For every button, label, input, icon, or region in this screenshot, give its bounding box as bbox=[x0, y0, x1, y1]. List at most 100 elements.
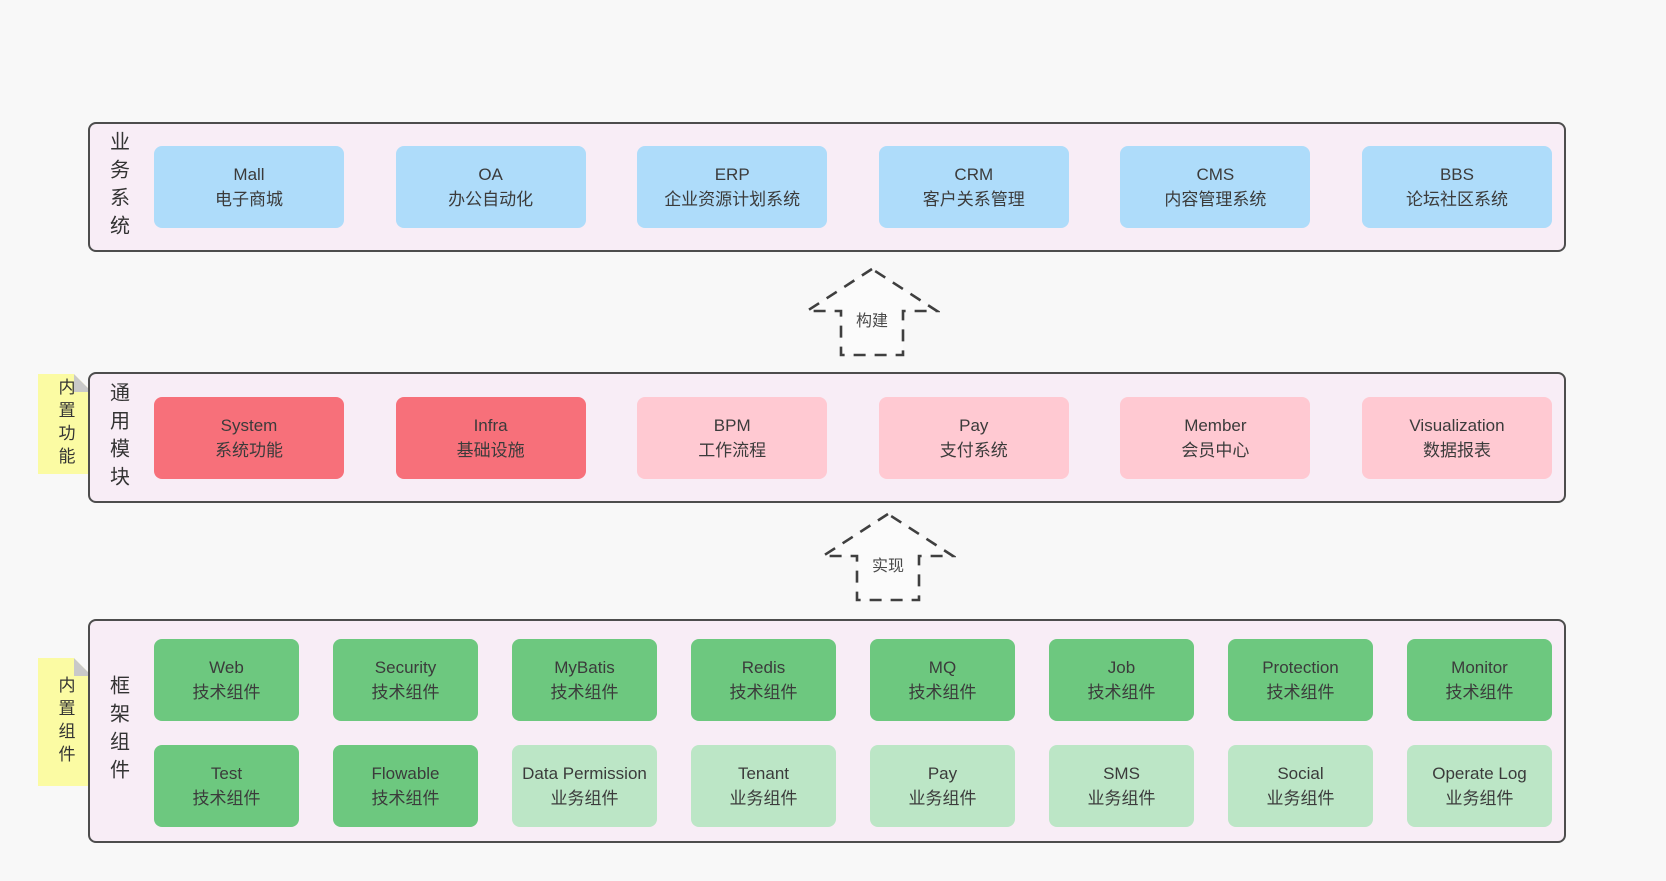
box-desc: 企业资源计划系统 bbox=[664, 190, 801, 209]
box-desc: 内容管理系统 bbox=[1164, 190, 1267, 209]
box-desc: 基础设施 bbox=[456, 440, 525, 460]
box-name: Infra bbox=[473, 415, 508, 435]
framework-components-row-2: Test 技术组件 Flowable 技术组件 Data Permission … bbox=[154, 745, 1552, 827]
box-bbs: BBS 论坛社区系统 bbox=[1361, 146, 1552, 228]
box-desc: 客户关系管理 bbox=[922, 190, 1025, 209]
box-name: Protection bbox=[1262, 658, 1339, 677]
box-desc: 技术组件 bbox=[729, 683, 798, 702]
box-protection: Protection 技术组件 bbox=[1228, 639, 1373, 721]
box-name: ERP bbox=[714, 165, 750, 184]
box-name: Job bbox=[1107, 658, 1136, 677]
box-job: Job 技术组件 bbox=[1049, 639, 1194, 721]
box-name: BPM bbox=[713, 415, 751, 435]
box-mall: Mall 电子商城 bbox=[154, 146, 344, 228]
box-name: Flowable bbox=[371, 764, 440, 783]
box-desc: 论坛社区系统 bbox=[1405, 190, 1508, 209]
box-name: Data Permission bbox=[522, 764, 647, 783]
box-desc: 办公自动化 bbox=[448, 190, 534, 209]
box-name: Pay bbox=[959, 415, 989, 435]
box-name: Operate Log bbox=[1432, 764, 1527, 783]
arrow-implement: 实现 bbox=[818, 511, 958, 603]
business-systems-row: Mall 电子商城 OA 办公自动化 ERP 企业资源计划系统 CRM 客户关系… bbox=[154, 124, 1552, 250]
box-desc: 技术组件 bbox=[371, 789, 440, 808]
box-desc: 业务组件 bbox=[1445, 789, 1514, 808]
box-desc: 业务组件 bbox=[729, 789, 798, 808]
box-test: Test 技术组件 bbox=[154, 745, 299, 827]
box-desc: 技术组件 bbox=[550, 683, 619, 702]
box-desc: 技术组件 bbox=[1087, 683, 1156, 702]
box-flowable: Flowable 技术组件 bbox=[333, 745, 478, 827]
box-name: BBS bbox=[1439, 165, 1474, 184]
box-pay-component: Pay 业务组件 bbox=[870, 745, 1015, 827]
arrow-label: 实现 bbox=[869, 552, 907, 577]
box-system: System 系统功能 bbox=[154, 396, 344, 479]
box-desc: 技术组件 bbox=[1266, 683, 1335, 702]
layer-label-common-modules: 通用模块 bbox=[106, 381, 129, 494]
box-data-permission: Data Permission 业务组件 bbox=[512, 745, 657, 827]
box-desc: 工作流程 bbox=[698, 440, 767, 460]
box-desc: 会员中心 bbox=[1181, 440, 1250, 460]
box-pay-module: Pay 支付系统 bbox=[878, 396, 1069, 479]
box-monitor: Monitor 技术组件 bbox=[1407, 639, 1552, 721]
arrow-build: 构建 bbox=[802, 266, 942, 358]
box-name: Social bbox=[1277, 764, 1324, 783]
box-desc: 业务组件 bbox=[1266, 789, 1335, 808]
box-mq: MQ 技术组件 bbox=[870, 639, 1015, 721]
box-bpm: BPM 工作流程 bbox=[637, 396, 828, 479]
box-desc: 业务组件 bbox=[550, 789, 619, 808]
box-name: Monitor bbox=[1451, 658, 1508, 677]
box-web: Web 技术组件 bbox=[154, 639, 299, 721]
box-sms: SMS 业务组件 bbox=[1049, 745, 1194, 827]
layer-business-systems: 业务系统 Mall 电子商城 OA 办公自动化 ERP 企业资源计划系统 CRM… bbox=[88, 122, 1566, 252]
box-desc: 业务组件 bbox=[1087, 789, 1156, 808]
box-member: Member 会员中心 bbox=[1120, 396, 1311, 479]
box-mybatis: MyBatis 技术组件 bbox=[512, 639, 657, 721]
box-name: Web bbox=[209, 658, 244, 677]
box-desc: 技术组件 bbox=[371, 683, 440, 702]
box-name: Redis bbox=[741, 658, 786, 677]
box-name: Pay bbox=[927, 764, 958, 783]
box-name: CRM bbox=[954, 165, 994, 184]
box-name: Security bbox=[374, 658, 437, 677]
box-name: MyBatis bbox=[554, 658, 615, 677]
box-tenant: Tenant 业务组件 bbox=[691, 745, 836, 827]
box-security: Security 技术组件 bbox=[333, 639, 478, 721]
box-desc: 技术组件 bbox=[192, 683, 261, 702]
box-name: Tenant bbox=[737, 764, 790, 783]
box-desc: 支付系统 bbox=[939, 440, 1008, 460]
box-desc: 电子商城 bbox=[215, 190, 283, 209]
layer-framework-components: 框架组件 Web 技术组件 Security 技术组件 MyBatis 技术组件… bbox=[88, 619, 1566, 843]
layer-label-business-systems: 业务系统 bbox=[106, 131, 129, 243]
sticky-note-built-in-features: 内置功能 bbox=[38, 374, 92, 474]
box-name: SMS bbox=[1103, 764, 1140, 783]
framework-components-row-1: Web 技术组件 Security 技术组件 MyBatis 技术组件 Redi… bbox=[154, 639, 1552, 721]
layer-label-framework-components: 框架组件 bbox=[106, 675, 129, 787]
box-name: System bbox=[220, 415, 278, 435]
box-oa: OA 办公自动化 bbox=[395, 146, 586, 228]
box-name: Visualization bbox=[1409, 415, 1505, 435]
box-redis: Redis 技术组件 bbox=[691, 639, 836, 721]
box-erp: ERP 企业资源计划系统 bbox=[637, 146, 828, 228]
box-name: CMS bbox=[1196, 165, 1235, 184]
box-cms: CMS 内容管理系统 bbox=[1120, 146, 1311, 228]
box-visualization: Visualization 数据报表 bbox=[1361, 396, 1552, 479]
box-name: Member bbox=[1184, 415, 1247, 435]
box-desc: 业务组件 bbox=[908, 789, 977, 808]
box-social: Social 业务组件 bbox=[1228, 745, 1373, 827]
box-desc: 数据报表 bbox=[1422, 440, 1491, 460]
box-name: MQ bbox=[928, 658, 957, 677]
box-name: OA bbox=[478, 165, 503, 184]
box-crm: CRM 客户关系管理 bbox=[878, 146, 1069, 228]
sticky-note-built-in-components: 内置组件 bbox=[38, 658, 92, 786]
box-name: Mall bbox=[233, 165, 265, 184]
box-operate-log: Operate Log 业务组件 bbox=[1407, 745, 1552, 827]
box-infra: Infra 基础设施 bbox=[395, 396, 586, 479]
arrow-label: 构建 bbox=[853, 307, 891, 332]
box-desc: 技术组件 bbox=[1445, 683, 1514, 702]
box-name: Test bbox=[210, 764, 243, 783]
box-desc: 技术组件 bbox=[908, 683, 977, 702]
layer-common-modules: 通用模块 System 系统功能 Infra 基础设施 BPM 工作流程 Pay… bbox=[88, 372, 1566, 503]
common-modules-row: System 系统功能 Infra 基础设施 BPM 工作流程 Pay 支付系统… bbox=[154, 374, 1552, 501]
box-desc: 系统功能 bbox=[215, 440, 283, 460]
box-desc: 技术组件 bbox=[192, 789, 261, 808]
